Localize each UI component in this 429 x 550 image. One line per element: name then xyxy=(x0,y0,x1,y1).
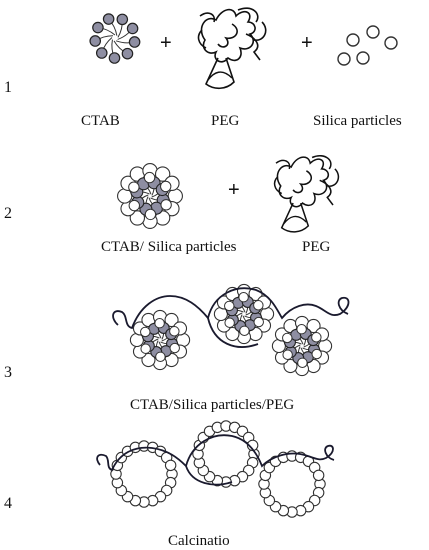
silica-particle xyxy=(164,459,177,472)
silica-particle xyxy=(282,349,293,360)
step-4-number: 4 xyxy=(4,495,12,512)
silica-particle xyxy=(224,317,235,328)
label-silica-particles: Silica particles xyxy=(313,113,402,129)
silica-particle xyxy=(155,351,166,363)
silica-particle xyxy=(296,323,307,335)
silica-particle xyxy=(253,300,264,311)
silica-particle xyxy=(238,291,249,303)
step-2-number: 2 xyxy=(4,205,12,222)
silica-particle xyxy=(225,326,240,342)
ctab-head xyxy=(116,13,129,26)
ctab-head xyxy=(92,21,104,34)
silica-particle xyxy=(141,352,156,368)
peg-chain-3 xyxy=(112,287,350,330)
silica-particle xyxy=(311,332,322,343)
label-peg-2: PEG xyxy=(302,239,331,255)
silica-particle xyxy=(169,326,180,337)
label-ctab: CTAB xyxy=(81,113,120,129)
ctab-head xyxy=(102,13,115,25)
peg-polymer-icon xyxy=(197,7,267,90)
silica-particle xyxy=(282,332,293,344)
label-ctab-silica-peg: CTAB/Silica particles/PEG xyxy=(130,397,294,413)
step-2: 2 + CTAB/ Silica particles PEG xyxy=(4,155,340,255)
label-calcination: Calcinatio xyxy=(168,533,230,549)
hollow-silica-spheres-icon xyxy=(110,420,326,518)
step-1: 1 + + CTAB PEG Silica particles xyxy=(4,7,402,129)
silica-particle xyxy=(160,199,172,211)
silica-particle xyxy=(154,317,165,329)
silica-particle xyxy=(160,180,172,193)
ctab-head xyxy=(95,47,108,59)
silica-particle xyxy=(144,208,157,221)
ctab-head xyxy=(108,52,121,64)
ctab-silica-micelle-icon xyxy=(117,163,183,229)
silica-particle xyxy=(297,357,308,369)
step-3: 3 CTAB/Silica particles/PEG xyxy=(4,283,350,413)
silica-particle xyxy=(128,181,140,193)
ctab-head xyxy=(121,47,134,60)
silica-particle xyxy=(253,316,264,328)
silica-particle xyxy=(140,343,151,354)
silica-particle xyxy=(169,342,180,354)
silica-particle xyxy=(224,300,235,312)
silica-particle xyxy=(128,199,140,212)
label-peg: PEG xyxy=(211,113,240,129)
silica-particle xyxy=(311,348,322,360)
silica-particle xyxy=(129,210,146,226)
peg-wrapped-micelles-icon xyxy=(129,283,333,377)
ctab-head xyxy=(89,35,102,47)
step-3-number: 3 xyxy=(4,364,12,381)
plus-sign-1: + xyxy=(160,32,172,54)
plus-sign-3: + xyxy=(228,179,240,201)
label-ctab-silica: CTAB/ Silica particles xyxy=(101,239,237,255)
peg-chain-4 xyxy=(96,434,335,472)
silica-particle xyxy=(140,326,151,338)
silica-particle xyxy=(283,358,298,374)
step-1-number: 1 xyxy=(4,79,12,96)
silica-particle xyxy=(239,325,250,337)
step-4: 4 Calcinatio xyxy=(4,420,335,549)
silica-particles-icon xyxy=(337,25,398,66)
ctab-micelle-icon xyxy=(89,13,141,64)
ctab-head xyxy=(128,36,141,48)
ctab-head xyxy=(126,22,139,35)
silica-particle xyxy=(306,318,321,334)
silica-particle xyxy=(154,166,171,182)
silica-particle xyxy=(312,469,325,482)
peg-polymer-icon-2 xyxy=(273,155,340,233)
silica-particle xyxy=(164,312,179,328)
silica-particle xyxy=(143,171,156,184)
plus-sign-2: + xyxy=(301,32,313,54)
